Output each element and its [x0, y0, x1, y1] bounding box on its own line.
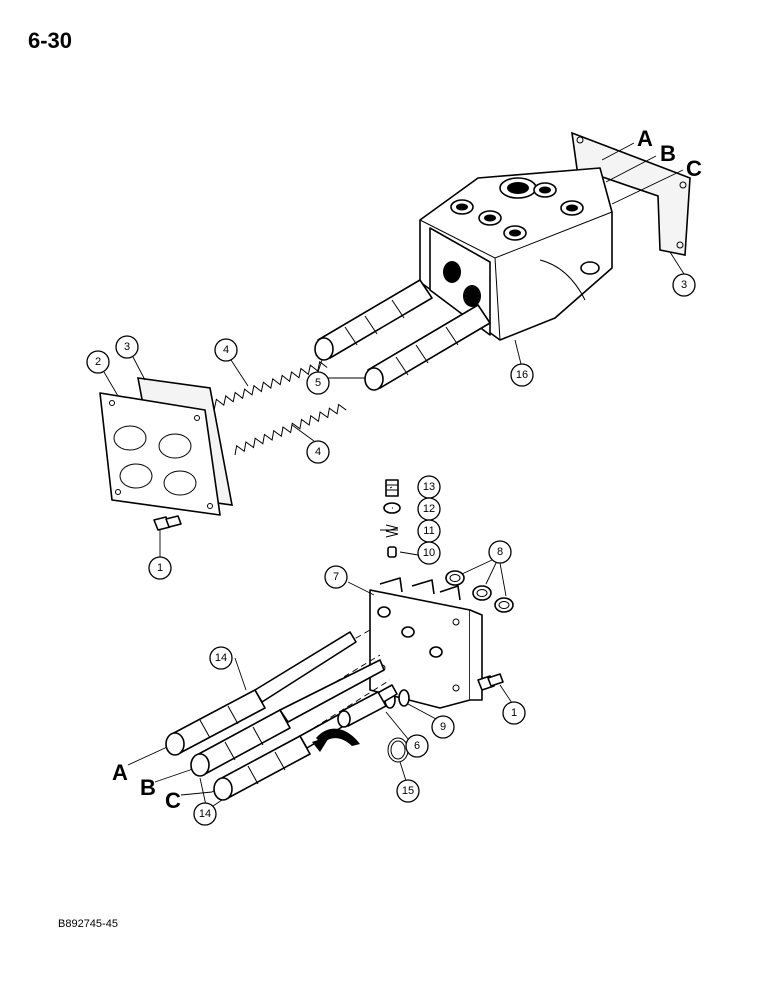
- spool-assembly-b: [189, 654, 385, 777]
- spring-lower: [234, 403, 347, 456]
- detent-plug: [385, 479, 399, 497]
- detent-ball: [387, 546, 397, 558]
- callout-1-lower: 1: [502, 701, 526, 725]
- callout-6: 6: [405, 734, 429, 758]
- detent-sleeve: [337, 691, 387, 728]
- svg-text:9: 9: [440, 721, 446, 733]
- callout-15: 15: [396, 779, 420, 803]
- svg-text:11: 11: [423, 525, 434, 537]
- cap-screw-upper: [153, 515, 182, 531]
- callout-11: 11: [417, 519, 441, 543]
- svg-text:10: 10: [423, 547, 435, 559]
- callout-1-upper: 1: [148, 556, 172, 580]
- spool-assembly-a: [164, 629, 371, 756]
- page-number: 6-30: [28, 28, 73, 53]
- callout-7: 7: [324, 565, 348, 589]
- spring-upper: [204, 360, 328, 413]
- spool-b: [364, 304, 491, 391]
- svg-text:4: 4: [223, 344, 229, 356]
- callout-8: 8: [488, 540, 512, 564]
- svg-text:12: 12: [423, 503, 435, 515]
- cap-screw-lower: [477, 673, 504, 691]
- port-label-c-top: C: [686, 156, 702, 181]
- port-label-c-bottom: C: [165, 788, 181, 813]
- port-label-a-bottom: A: [112, 760, 128, 785]
- svg-text:8: 8: [497, 546, 503, 558]
- callout-14-upper: 14: [209, 646, 233, 670]
- direction-arrow: [312, 728, 360, 752]
- svg-text:1: 1: [157, 562, 163, 574]
- callout-3-left: 3: [115, 335, 139, 359]
- svg-text:14: 14: [215, 652, 227, 664]
- callout-5: 5: [306, 371, 330, 395]
- port-label-a-top: A: [637, 126, 653, 151]
- spool-a: [314, 279, 433, 361]
- callout-16: 16: [510, 363, 534, 387]
- seal-ring-3: [494, 597, 514, 613]
- svg-text:2: 2: [95, 356, 101, 368]
- callout-3-right: 3: [672, 273, 696, 297]
- svg-text:7: 7: [333, 571, 339, 583]
- port-label-b-top: B: [660, 141, 676, 166]
- valve-body: [419, 167, 613, 341]
- callout-4-upper: 4: [214, 338, 238, 362]
- svg-text:15: 15: [402, 785, 414, 797]
- callout-4-lower: 4: [306, 440, 330, 464]
- end-cap: [99, 392, 221, 516]
- callout-10: 10: [417, 541, 441, 565]
- detent-spring: [385, 524, 399, 538]
- leader-lines: [103, 251, 685, 811]
- callout-13: 13: [417, 475, 441, 499]
- svg-text:3: 3: [124, 341, 130, 353]
- svg-text:1: 1: [511, 707, 517, 719]
- callout-2: 2: [86, 350, 110, 374]
- callout-9: 9: [431, 715, 455, 739]
- svg-text:3: 3: [681, 279, 687, 291]
- svg-text:13: 13: [423, 481, 435, 493]
- seal-ring-1: [445, 570, 465, 586]
- snap-ring: [387, 737, 409, 763]
- callout-14-lower: 14: [193, 802, 217, 826]
- callout-12: 12: [417, 497, 441, 521]
- port-label-b-bottom: B: [140, 775, 156, 800]
- svg-text:16: 16: [516, 369, 528, 381]
- svg-text:14: 14: [199, 808, 211, 820]
- svg-text:4: 4: [315, 446, 321, 458]
- svg-text:5: 5: [315, 377, 321, 389]
- seal-ring-2: [472, 585, 492, 601]
- spool-housing: [369, 577, 483, 709]
- svg-text:6: 6: [414, 740, 420, 752]
- document-code: B892745-45: [58, 918, 118, 930]
